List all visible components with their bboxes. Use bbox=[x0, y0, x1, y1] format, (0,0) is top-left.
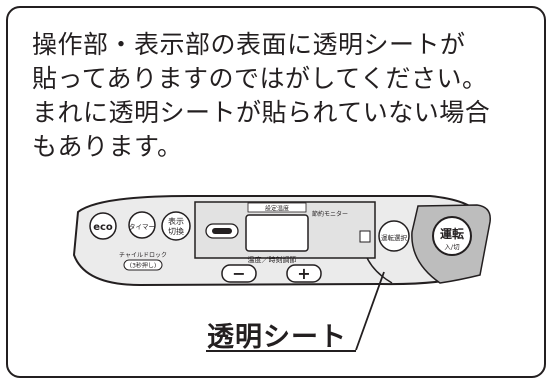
notice-text: 操作部・表示部の表面に透明シートが 貼ってありますのではがしてください。 まれに… bbox=[32, 28, 532, 164]
child-lock-sub-label: (3秒押し) bbox=[130, 262, 157, 270]
display-toggle-label-2: 切換 bbox=[168, 226, 184, 236]
notice-line-4: もあります。 bbox=[32, 132, 183, 161]
notice-frame bbox=[6, 6, 546, 378]
top-indicator-box bbox=[247, 202, 307, 213]
plus-label: + bbox=[297, 264, 310, 283]
child-lock-label: チャイルドロック bbox=[119, 252, 167, 259]
top-indicator-text: 設定温度 bbox=[265, 205, 289, 213]
mode-select-label: 運転選択 bbox=[381, 233, 408, 242]
temp-time-label: 温度／時刻調節 bbox=[248, 255, 297, 264]
display-toggle-button[interactable] bbox=[161, 211, 191, 241]
notice-line-3: まれに透明シートが貼られていない場合 bbox=[32, 98, 491, 127]
notice-line-1: 操作部・表示部の表面に透明シートが bbox=[32, 30, 466, 59]
child-lock-button[interactable] bbox=[123, 259, 163, 271]
notice-line-2: 貼ってありますのではがしてください。 bbox=[32, 64, 488, 93]
label-underline bbox=[206, 350, 356, 352]
display-toggle-label-1: 表示 bbox=[168, 216, 184, 226]
minus-label: − bbox=[232, 264, 245, 283]
timer-button[interactable] bbox=[128, 211, 156, 239]
timer-label: タイマー bbox=[129, 222, 155, 231]
transparent-sheet-label: 透明シート bbox=[207, 322, 347, 353]
power-sub-label: 入/切 bbox=[444, 243, 460, 251]
minus-button[interactable] bbox=[221, 264, 257, 283]
monitor-small-button[interactable] bbox=[359, 230, 371, 243]
lcd-screen bbox=[245, 214, 309, 252]
eco-button[interactable] bbox=[89, 212, 117, 240]
callout-leader-line bbox=[355, 271, 385, 351]
power-label: 運転 bbox=[440, 226, 464, 241]
eco-label: eco bbox=[93, 222, 113, 233]
plus-button[interactable] bbox=[286, 264, 322, 283]
mode-select-button[interactable] bbox=[378, 220, 410, 252]
monitor-label: 節約モニター bbox=[312, 210, 348, 218]
power-button[interactable] bbox=[432, 216, 472, 256]
